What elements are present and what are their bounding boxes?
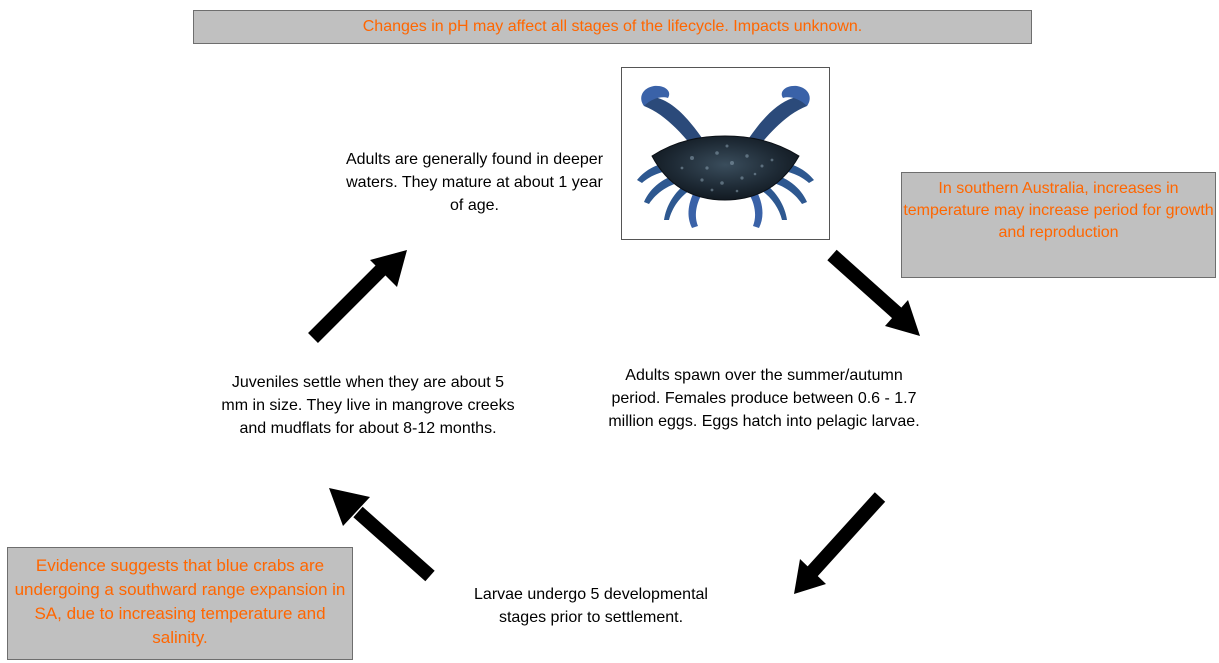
larvae-stage-text: Larvae undergo 5 developmental stages pr… — [474, 586, 708, 626]
crab-icon — [622, 68, 829, 239]
temperature-callout: In southern Australia, increases in temp… — [901, 172, 1216, 278]
range-callout: Evidence suggests that blue crabs are un… — [7, 547, 353, 660]
arrow-spawn-to-larvae — [794, 492, 886, 594]
juveniles-stage-text: Juveniles settle when they are about 5 m… — [221, 374, 515, 437]
spawn-stage-text: Adults spawn over the summer/autumn peri… — [608, 367, 920, 430]
arrow-juveniles-to-adults — [308, 250, 407, 343]
ph-callout: Changes in pH may affect all stages of t… — [193, 10, 1032, 44]
crab-photo — [621, 67, 830, 240]
arrow-larvae-to-juveniles — [329, 488, 435, 582]
adults-stage-text: Adults are generally found in deeper wat… — [345, 151, 604, 214]
arrow-adults-to-spawn — [827, 249, 920, 336]
